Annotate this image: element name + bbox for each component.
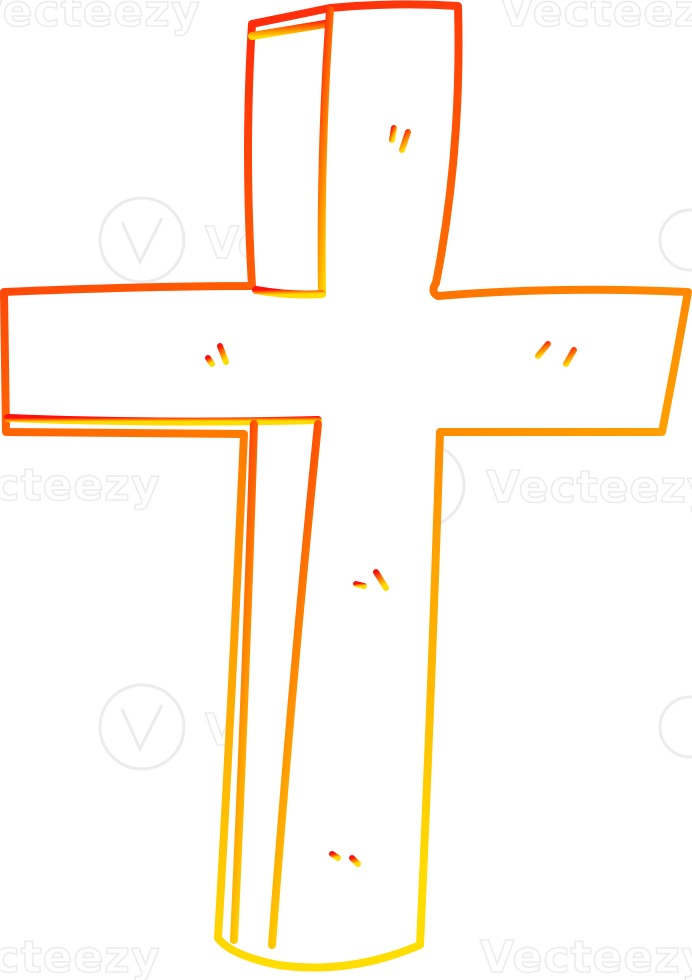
watermark-text: Vecteezy: [0, 0, 201, 37]
grain-mark: [217, 343, 229, 365]
grain-mark: [373, 569, 389, 591]
grain-mark: [349, 855, 361, 867]
grain-mark: [535, 341, 551, 359]
grain-mark: [353, 581, 367, 589]
grain-mark: [399, 129, 411, 153]
grain-mark: [563, 347, 577, 367]
grain-mark: [329, 851, 341, 861]
watermark-text: Vecteezy: [0, 932, 161, 980]
grain-mark: [205, 355, 215, 367]
cross-top-front-edge: [317, 6, 334, 298]
watermark-logo-icon: [658, 695, 692, 759]
watermark-text: Vecteezy: [480, 932, 692, 980]
cross-top-side-edge: [248, 20, 329, 40]
wood-grain-marks: [205, 125, 577, 867]
cross-lower-arm-edge: [4, 414, 322, 426]
watermark-logo-icon: [658, 208, 692, 272]
watermark-logo-icon: [98, 196, 186, 284]
watermark-text: Vecteezy: [486, 462, 692, 513]
watermark-text: Vecteezy: [500, 0, 692, 37]
cross-lower-front-edge: [268, 420, 322, 949]
cross-arm-line: [252, 286, 326, 299]
watermark-text: Vecteezy: [0, 460, 161, 511]
watermark-logo-icon: [98, 683, 186, 771]
cross-lower-side-edge: [230, 420, 258, 944]
grain-mark: [389, 125, 397, 143]
